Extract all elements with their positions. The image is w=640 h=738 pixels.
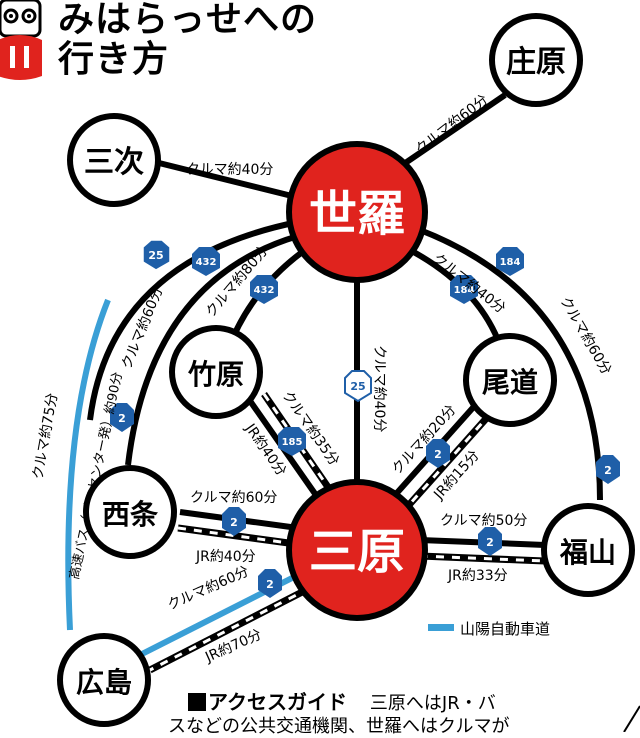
node-saijo: 西条 xyxy=(83,465,177,559)
decorative-slash xyxy=(623,705,640,732)
node-miyoshi: 三次 xyxy=(67,113,161,207)
shield-2-onomichi-label: 2 xyxy=(434,448,442,461)
node-takehara: 竹原 xyxy=(169,325,263,419)
node-shohara: 庄原 xyxy=(489,13,583,107)
road-miyoshi-sera xyxy=(154,159,301,201)
node-fukuyama-label: 福山 xyxy=(559,536,616,569)
shield-25-label: 25 xyxy=(148,249,163,262)
label-mihara-fukuyama-jr: JR約33分 xyxy=(447,568,508,584)
node-hiroshima-label: 広島 xyxy=(76,666,132,699)
node-shohara-label: 庄原 xyxy=(506,45,566,80)
node-onomichi: 尾道 xyxy=(463,333,557,427)
bullet-square-icon xyxy=(188,693,206,711)
label-saijo-mihara-car: クルマ約60分 xyxy=(190,490,277,506)
node-saijo-label: 西条 xyxy=(102,498,158,531)
label-sera-fukuyama: クルマ約60分 xyxy=(557,294,615,378)
node-fukuyama: 福山 xyxy=(541,503,635,597)
jr-saijo-mihara-dash xyxy=(177,526,297,546)
node-sera-label: 世羅 xyxy=(309,186,405,242)
route-2-shield-left: 2 xyxy=(110,403,134,432)
mascot-logo xyxy=(0,0,42,80)
road-sera-fukuyama xyxy=(418,227,603,501)
road-sera-saijo xyxy=(125,233,299,466)
route-432-shield-2: 432 xyxy=(250,275,278,304)
jr-mihara-fukuyama-dash xyxy=(419,554,546,563)
node-sera: 世羅 xyxy=(286,141,428,283)
node-miyoshi-label: 三次 xyxy=(84,145,144,180)
expressway-hiroshima-arc xyxy=(65,298,111,631)
shield-184-2-label: 184 xyxy=(454,285,475,296)
route-2-shield-fukuyama: 2 xyxy=(478,527,502,556)
node-onomichi-label: 尾道 xyxy=(482,366,538,399)
access-text-line1: 三原へはJR・バ xyxy=(369,693,496,714)
legend-expressway-label: 山陽自動車道 xyxy=(460,620,551,638)
shield-2-left-label: 2 xyxy=(118,412,126,425)
route-25-shield-center: 25 xyxy=(344,370,372,403)
node-mihara: 三原 xyxy=(286,479,428,621)
node-hiroshima: 広島 xyxy=(57,633,151,727)
label-hiroshima-sera-car: クルマ約75分 xyxy=(30,392,61,481)
access-heading: アクセスガイド xyxy=(208,690,347,714)
access-guide: アクセスガイド 三原へはJR・バ xyxy=(188,686,640,715)
shield-432-2-label: 432 xyxy=(254,285,275,296)
route-185-shield: 185 xyxy=(278,427,306,456)
access-text-line2: スなどの公共交通機関、世羅へはクルマが xyxy=(168,716,510,737)
route-25-shield: 25 xyxy=(142,239,171,271)
label-mihara-hiroshima-jr: JR約70分 xyxy=(202,627,264,666)
route-2-shield-onomichi: 2 xyxy=(426,439,450,468)
page-title-line1: みはらっせへの xyxy=(58,0,318,40)
page-title-line2: 行き方 xyxy=(58,39,170,80)
route-2-shield-hiroshima: 2 xyxy=(258,569,282,598)
shield-2-hiroshima-label: 2 xyxy=(266,578,274,591)
route-184-shield-2: 184 xyxy=(450,275,478,304)
legend-expressway-swatch xyxy=(428,624,454,631)
jr-mihara-hiroshima-dash xyxy=(149,586,311,672)
label-miyoshi-sera: クルマ約40分 xyxy=(186,162,273,178)
jr-onomichi-mihara-dash xyxy=(406,411,494,507)
route-2-shield-saijo: 2 xyxy=(222,507,246,536)
shield-2-right-label: 2 xyxy=(604,464,612,477)
label-sera-mihara: クルマ約40分 xyxy=(371,345,387,432)
shield-2-saijo-label: 2 xyxy=(230,516,238,529)
node-mihara-label: 三原 xyxy=(309,524,405,580)
route-432-shield: 432 xyxy=(192,247,220,276)
label-mihara-fukuyama-car: クルマ約50分 xyxy=(440,513,527,529)
legend: 山陽自動車道 xyxy=(428,618,550,639)
shield-432-label: 432 xyxy=(196,257,217,268)
label-saijo-mihara-jr: JR約40分 xyxy=(195,549,256,565)
shield-2-fukuyama-label: 2 xyxy=(486,536,494,549)
shield-185-label: 185 xyxy=(282,437,303,448)
route-2-shield-right: 2 xyxy=(596,455,620,484)
label-sera-shohara: クルマ約60分 xyxy=(413,92,492,158)
shield-184-label: 184 xyxy=(500,257,521,268)
jr-takehara-mihara-dash xyxy=(262,393,332,491)
route-184-shield: 184 xyxy=(496,247,524,276)
road-sera-hiroshima xyxy=(87,219,299,421)
road-sera-shohara xyxy=(393,92,507,173)
shield-25-center-label: 25 xyxy=(350,380,365,393)
node-takehara-label: 竹原 xyxy=(187,358,244,391)
